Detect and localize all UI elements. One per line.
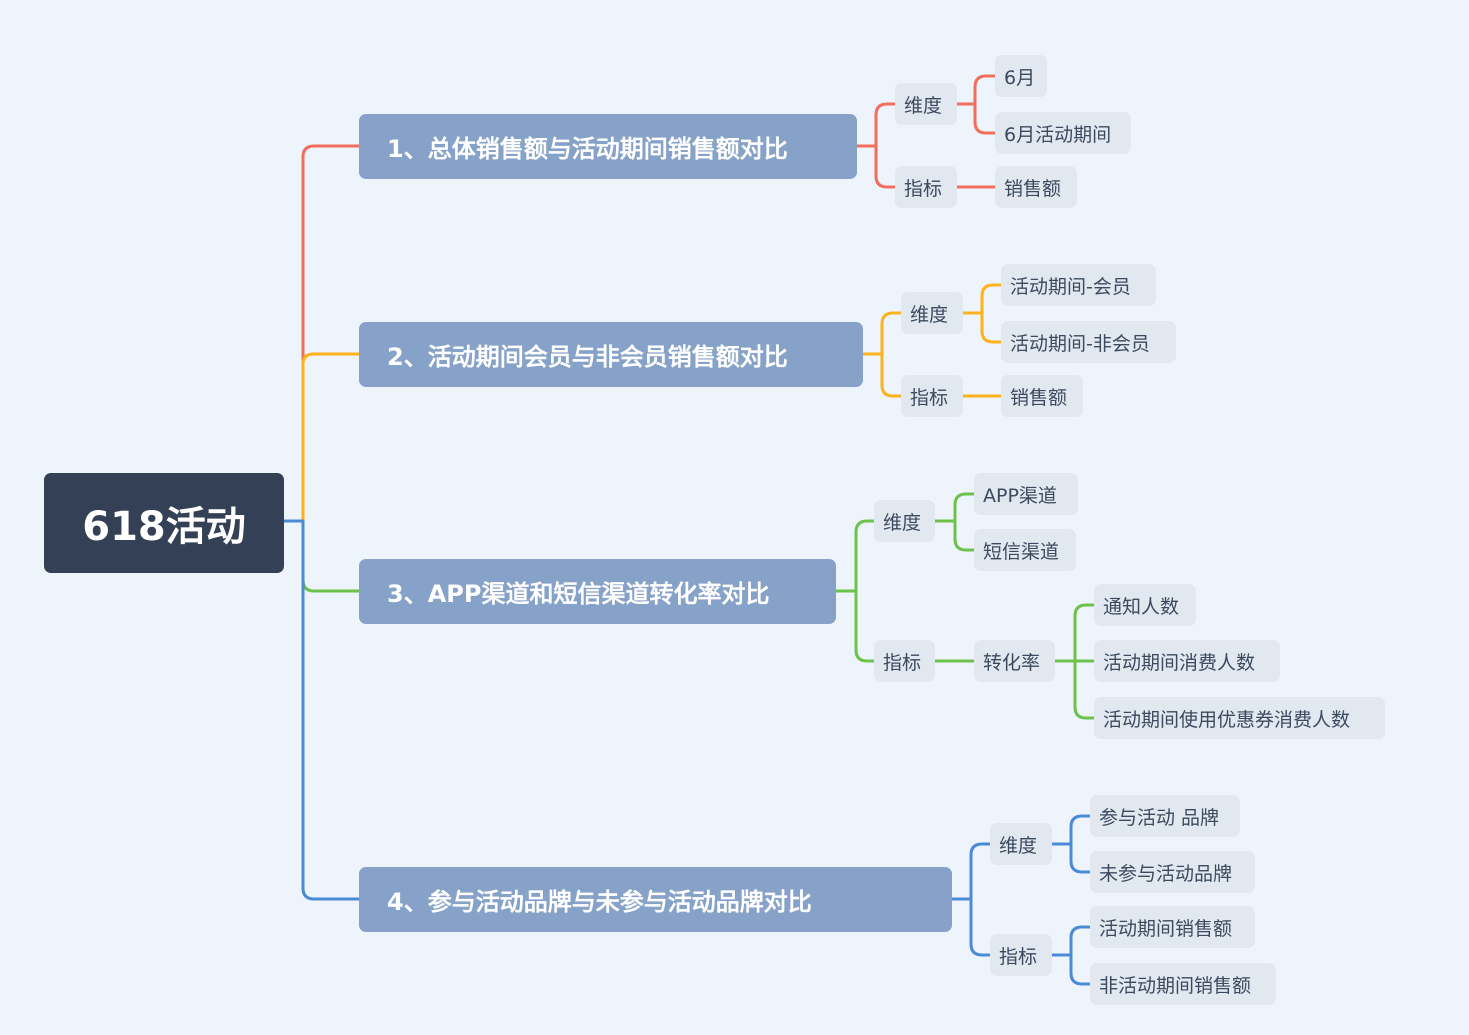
b4-metric-node[interactable]: 指标 bbox=[990, 934, 1052, 976]
link-b4-metric-inactive bbox=[1069, 953, 1092, 986]
branch-3-label: 3、APP渠道和短信渠道转化率对比 bbox=[387, 580, 770, 608]
b1-metric-node[interactable]: 指标 bbox=[895, 166, 957, 208]
b4-metric-item[interactable]: 非活动期间销售额 bbox=[1090, 963, 1276, 1005]
link-b3-conv-coupon bbox=[1073, 659, 1096, 720]
b3-conversion-item[interactable]: 活动期间消费人数 bbox=[1094, 640, 1280, 682]
b2-dim-item[interactable]: 活动期间-非会员 bbox=[1001, 321, 1176, 363]
branch-2-node[interactable]: 2、活动期间会员与非会员销售额对比 bbox=[359, 322, 863, 387]
link-b1-metric bbox=[874, 144, 897, 189]
root-node[interactable]: 618活动 bbox=[44, 473, 284, 573]
link-b3-conv-notify bbox=[1053, 603, 1096, 663]
link-b3-dims bbox=[834, 519, 876, 593]
link-b3-dim-app bbox=[933, 492, 976, 523]
link-b1-dim-6-active bbox=[973, 102, 997, 135]
b2-dim-item[interactable]: 活动期间-会员 bbox=[1001, 264, 1156, 306]
link-b1-dims bbox=[855, 102, 897, 148]
link-b2-dim-nonmember bbox=[980, 311, 1003, 344]
link-b3-dim-sms bbox=[953, 519, 976, 552]
b1-dim-item[interactable]: 6月 bbox=[995, 55, 1047, 97]
b4-dim-item[interactable]: 未参与活动品牌 bbox=[1090, 851, 1255, 893]
b2-metric-item[interactable]: 销售额 bbox=[1001, 375, 1083, 417]
link-root-b2 bbox=[301, 352, 361, 523]
branch-1-label: 1、总体销售额与活动期间销售额对比 bbox=[387, 135, 788, 163]
link-b2-metric bbox=[880, 352, 903, 398]
link-b4-dim-notjoin bbox=[1069, 842, 1092, 874]
branch-1-node[interactable]: 1、总体销售额与活动期间销售额对比 bbox=[359, 114, 857, 179]
link-b4-metric bbox=[969, 897, 992, 957]
b2-metric-node[interactable]: 指标 bbox=[901, 375, 963, 417]
branch-4-node[interactable]: 4、参与活动品牌与未参与活动品牌对比 bbox=[359, 867, 952, 932]
link-b3-metric bbox=[854, 589, 876, 663]
b3-metric-node[interactable]: 指标 bbox=[874, 640, 935, 682]
link-root-b3 bbox=[301, 519, 361, 593]
b3-conversion-item[interactable]: 通知人数 bbox=[1094, 584, 1196, 626]
b2-dimension-node[interactable]: 维度 bbox=[901, 292, 963, 334]
link-b4-metric-active bbox=[1050, 925, 1092, 957]
link-b1-dim-6 bbox=[955, 74, 997, 106]
b3-dim-item[interactable]: 短信渠道 bbox=[974, 529, 1076, 571]
root-label: 618活动 bbox=[82, 504, 246, 550]
b1-dim-item[interactable]: 6月活动期间 bbox=[995, 112, 1131, 154]
branch-4-label: 4、参与活动品牌与未参与活动品牌对比 bbox=[387, 888, 812, 916]
branch-2-label: 2、活动期间会员与非会员销售额对比 bbox=[387, 343, 788, 371]
link-b4-dims bbox=[950, 842, 992, 901]
b3-conversion-item[interactable]: 活动期间使用优惠券消费人数 bbox=[1094, 697, 1385, 739]
link-root-b4 bbox=[282, 519, 361, 901]
b1-dimension-node[interactable]: 维度 bbox=[895, 83, 957, 125]
link-root-b1 bbox=[282, 144, 361, 523]
link-b2-dim-member bbox=[961, 283, 1003, 315]
b3-dimension-node[interactable]: 维度 bbox=[874, 500, 935, 542]
branch-3-node[interactable]: 3、APP渠道和短信渠道转化率对比 bbox=[359, 559, 836, 624]
link-b2-dims bbox=[861, 311, 903, 356]
b3-conversion-node[interactable]: 转化率 bbox=[974, 640, 1055, 682]
b4-metric-item[interactable]: 活动期间销售额 bbox=[1090, 906, 1255, 948]
link-b4-dim-join bbox=[1050, 814, 1092, 846]
b3-dim-item[interactable]: APP渠道 bbox=[974, 473, 1078, 515]
b1-metric-item[interactable]: 销售额 bbox=[995, 166, 1077, 208]
b4-dim-item[interactable]: 参与活动 品牌 bbox=[1090, 795, 1240, 837]
b4-dimension-node[interactable]: 维度 bbox=[990, 823, 1052, 865]
